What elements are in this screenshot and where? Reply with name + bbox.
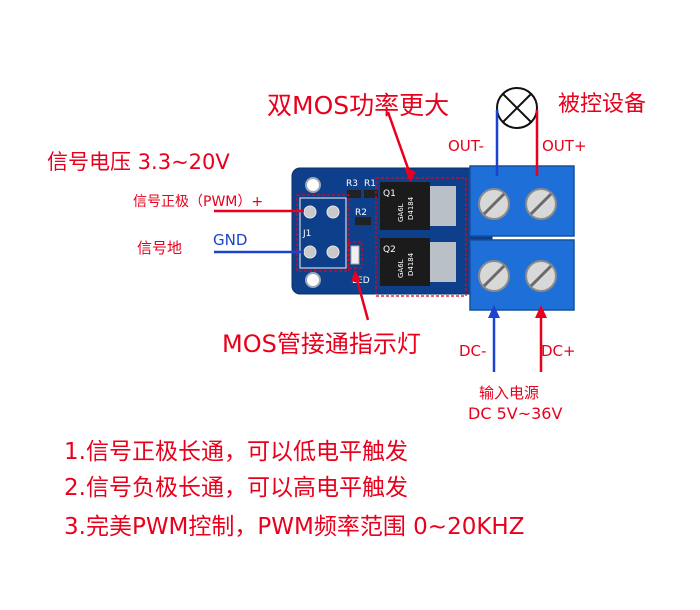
note-2: 2.信号负极长通，可以高电平触发 bbox=[64, 475, 408, 501]
dc-plus-label: DC+ bbox=[541, 342, 576, 360]
mount-hole-bottom bbox=[305, 272, 321, 288]
header-pin-2 bbox=[326, 205, 340, 219]
label-q2: Q2 bbox=[383, 245, 396, 255]
dc-minus-label: DC- bbox=[459, 342, 487, 360]
signal-pos-label: 信号正极（PWM）+ bbox=[133, 194, 264, 210]
terminal-block-out bbox=[469, 165, 575, 237]
highlight-header bbox=[296, 194, 350, 272]
resistor-r2 bbox=[355, 217, 371, 225]
arrow-mos-top bbox=[386, 111, 412, 175]
mount-hole-top bbox=[305, 177, 321, 193]
pcb-silkscreen: R3 R1 R2 J1 LED Q1 Q2 D4184 GA6L D4184 G… bbox=[302, 179, 415, 286]
title-dual-mos: 双MOS功率更大 bbox=[267, 91, 450, 120]
mosfet-q1-body bbox=[380, 182, 430, 230]
header-pin-4 bbox=[326, 245, 340, 259]
highlight-boxes bbox=[296, 177, 467, 297]
label-chip2: D4184 bbox=[407, 252, 415, 276]
led-component bbox=[350, 245, 360, 265]
arrow-led bbox=[354, 275, 370, 321]
label-chip-mark1: GA6L bbox=[397, 203, 405, 222]
label-r2: R2 bbox=[355, 208, 367, 218]
wires bbox=[214, 110, 539, 254]
label-j1: J1 bbox=[302, 229, 311, 239]
signal-voltage-label: 信号电压 3.3~20V bbox=[47, 150, 230, 174]
header-pin-3 bbox=[303, 245, 317, 259]
label-r1: R1 bbox=[364, 179, 376, 189]
resistor-r1 bbox=[364, 190, 378, 198]
out-minus-label: OUT- bbox=[448, 137, 484, 155]
power-range-label: DC 5V~36V bbox=[468, 404, 563, 423]
signal-gnd-label: 信号地 bbox=[137, 239, 183, 257]
header-pin-1 bbox=[303, 205, 317, 219]
label-chip-mark2: GA6L bbox=[397, 259, 405, 278]
out-plus-label: OUT+ bbox=[542, 137, 587, 155]
note-1: 1.信号正极长通，可以低电平触发 bbox=[64, 439, 408, 465]
label-r3: R3 bbox=[346, 179, 358, 189]
lamp-symbol bbox=[496, 87, 538, 129]
gnd-label: GND bbox=[213, 231, 248, 249]
label-led: LED bbox=[352, 276, 370, 286]
highlight-mosfets bbox=[375, 177, 467, 297]
terminal-block-dc bbox=[469, 239, 575, 311]
label-chip1: D4184 bbox=[407, 196, 415, 220]
mos-indicator-label: MOS管接通指示灯 bbox=[222, 330, 421, 358]
highlight-led bbox=[347, 241, 363, 269]
resistor-r3 bbox=[347, 190, 361, 198]
pcb-board bbox=[291, 167, 493, 295]
note-3: 3.完美PWM控制，PWM频率范围 0~20KHZ bbox=[64, 514, 525, 540]
label-q1: Q1 bbox=[383, 189, 396, 199]
lamp-label: 被控设备 bbox=[558, 92, 647, 117]
arrows bbox=[351, 111, 547, 372]
power-input-label: 输入电源 bbox=[479, 384, 540, 402]
mosfet-q2-body bbox=[380, 238, 430, 286]
